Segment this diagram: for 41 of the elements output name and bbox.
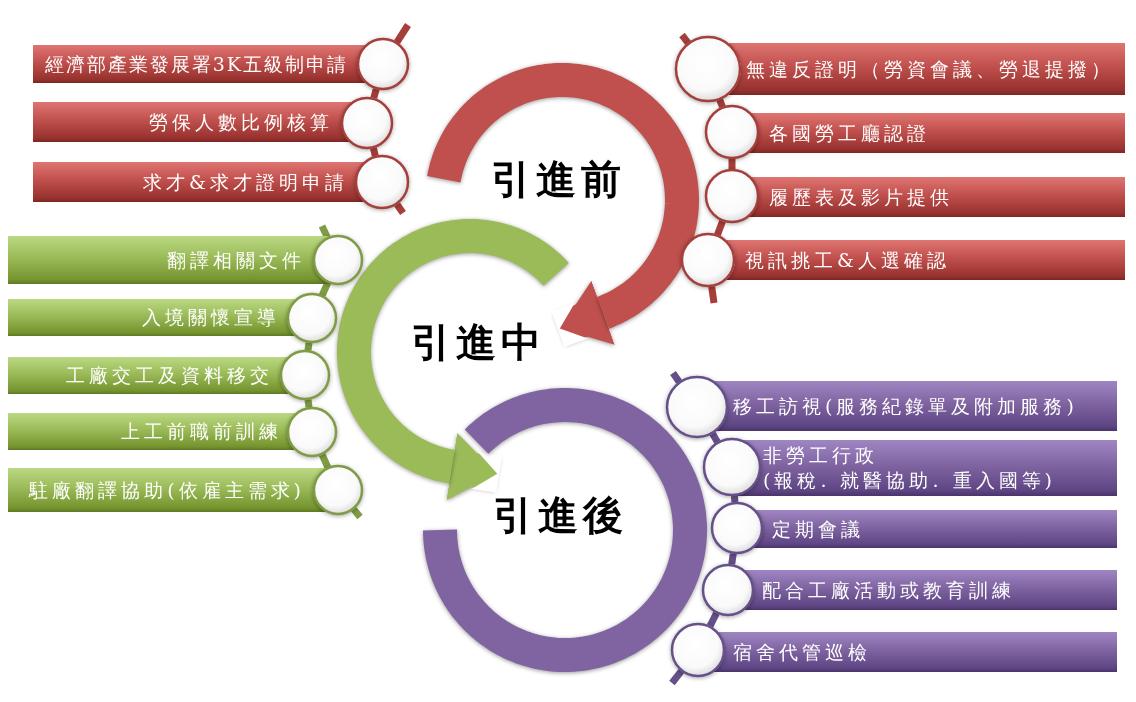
connector-line: [728, 553, 737, 565]
connector-line: [708, 286, 718, 304]
step-text: 勞保人數比例核算: [149, 109, 333, 135]
step-text: 移工訪視(服務紀錄單及附加服務): [733, 393, 1078, 419]
connector-line: [394, 23, 411, 44]
stage-title: 引進前: [491, 156, 626, 202]
step-text: 定期會議: [772, 516, 864, 542]
connector-line: [709, 432, 721, 444]
connector-line: [714, 220, 726, 236]
step-text: 工廠交工及資料移交: [66, 363, 273, 388]
connector-line: [394, 202, 406, 215]
stage-title: 引進後: [493, 492, 628, 538]
connector-line: [728, 159, 736, 169]
connector-line: [319, 453, 331, 469]
step-text: 履歷表及影片提供: [769, 184, 953, 210]
stage-title: 引進中: [411, 319, 546, 365]
step-text: 視訊挑工&人選確認: [745, 247, 950, 273]
step-text: 入境關懷宣導: [142, 305, 280, 330]
step-text: 無違反證明（勞資會議、勞退提撥）: [746, 56, 1114, 82]
step-text: 經濟部產業發展署3K五級制申請: [44, 51, 348, 77]
step-text: 宿舍代管巡檢: [733, 639, 871, 665]
connector-line: [716, 98, 726, 109]
connector-line: [669, 669, 685, 686]
connector-line: [730, 495, 739, 503]
connector-line: [304, 399, 313, 408]
connector-line: [304, 342, 313, 351]
step-text: 求才&求才證明申請: [143, 169, 348, 195]
step-text: 非勞工行政: [763, 443, 878, 468]
connector-line: [370, 147, 379, 157]
connector-line: [351, 507, 363, 520]
step-text: 翻譯相關文件: [167, 247, 305, 273]
step-text: 各國勞工廳認證: [769, 120, 930, 146]
arrow: [446, 433, 500, 501]
step-text: (報稅. 就醫協助. 重入國等): [763, 468, 1056, 493]
connector-line: [370, 88, 380, 99]
step-text: 配合工廠活動或教育訓練: [762, 577, 1015, 603]
step-text: 上工前職前訓練: [121, 419, 282, 444]
connector-line: [706, 611, 720, 628]
step-text: 駐廠翻譯協助(依雇主需求): [29, 477, 305, 503]
connector-line: [670, 371, 682, 384]
connector-line: [679, 32, 691, 45]
